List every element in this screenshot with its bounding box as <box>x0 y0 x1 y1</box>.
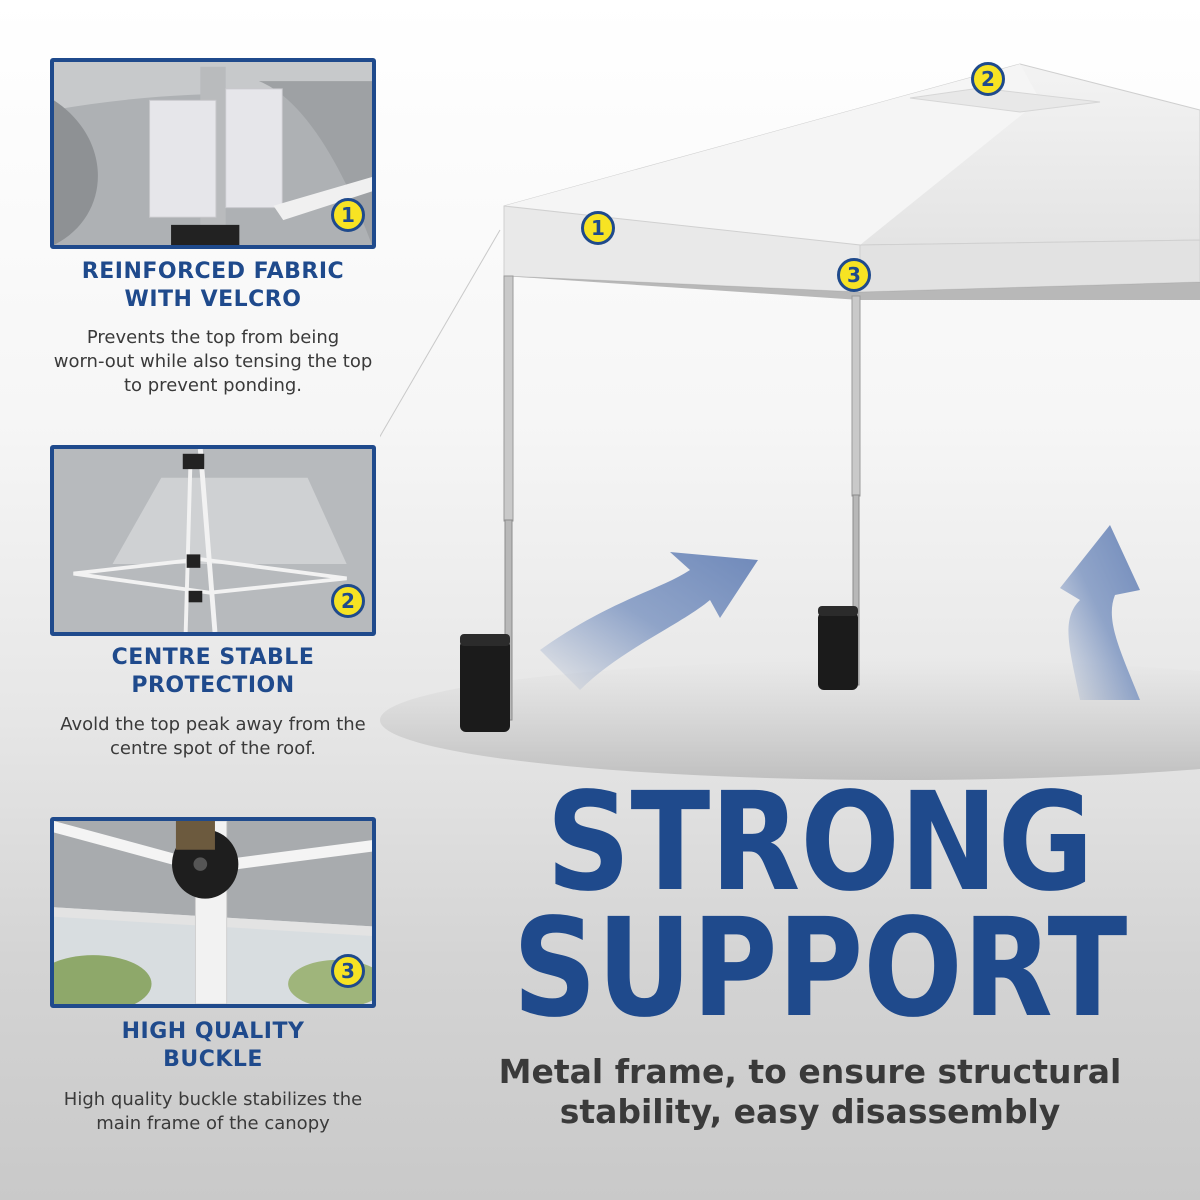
canopy-marker-3-icon: 3 <box>837 258 871 292</box>
feature-2-number-icon: 2 <box>331 584 365 618</box>
headline-line-2: SUPPORT <box>512 890 1128 1048</box>
feature-3-description: High quality buckle stabilizes the main … <box>63 1089 363 1134</box>
feature-2-description: Avold the top peak away from the centre … <box>60 714 366 759</box>
headline-line-1: STRONG <box>546 764 1094 922</box>
feature-1-description: Prevents the top from being worn-out whi… <box>53 327 373 396</box>
feature-2-title: CENTRE STABLE PROTECTION <box>111 645 315 698</box>
feature-3-title: HIGH QUALITY BUCKLE <box>121 1019 305 1072</box>
canopy-marker-1-icon: 1 <box>581 211 615 245</box>
feature-1-number-icon: 1 <box>331 198 365 232</box>
feature-image-centre <box>50 445 376 636</box>
feature-3-number-icon: 3 <box>331 954 365 988</box>
canopy-illustration <box>374 0 1200 800</box>
feature-1-title: REINFORCED FABRIC WITH VELCRO <box>81 259 345 312</box>
canopy-marker-2-icon: 2 <box>971 62 1005 96</box>
feature-image-velcro <box>50 58 376 249</box>
subtitle: Metal frame, to ensure structural stabil… <box>498 1052 1122 1131</box>
feature-image-buckle <box>50 817 376 1008</box>
